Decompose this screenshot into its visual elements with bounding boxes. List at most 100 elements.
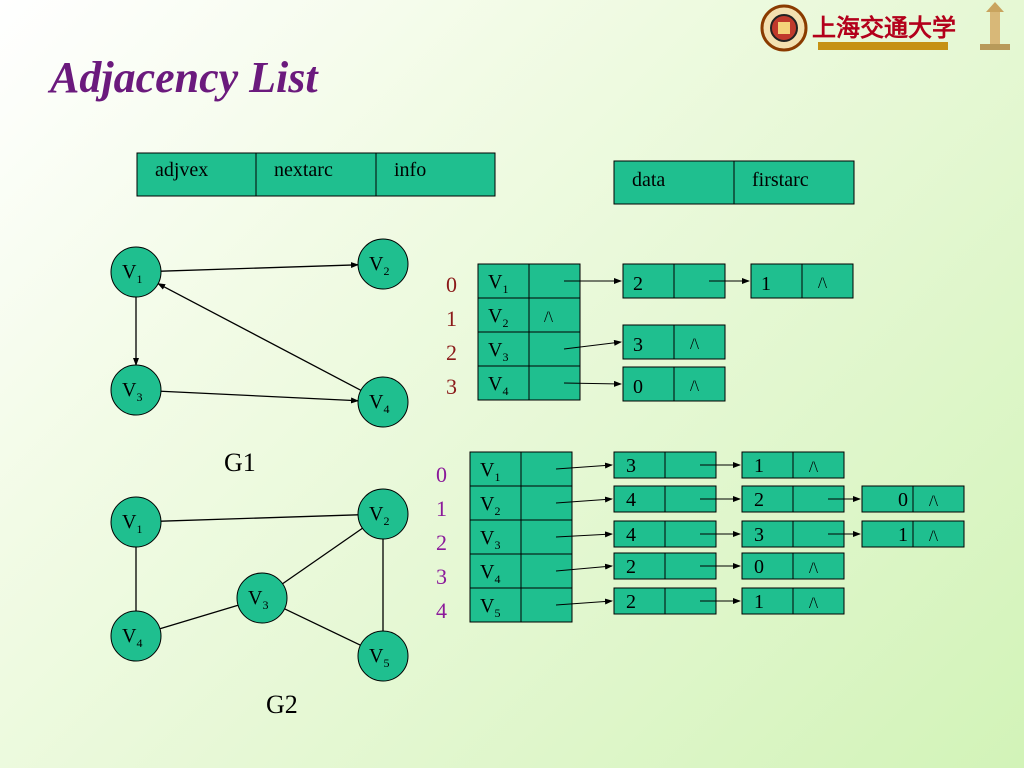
vertex-label-base: V (369, 391, 384, 413)
g2-head-vertex-V3: V3 (480, 527, 500, 552)
vertex-label-sub: 1 (136, 272, 142, 286)
university-seal-icon (760, 4, 808, 52)
g1-node-v3-label: V3 (122, 379, 142, 404)
g2-arc-adjvex-cell (613, 451, 666, 479)
g2-arc-adjvex-cell (861, 485, 914, 513)
g2-arc-adjvex-3: 3 (626, 455, 636, 477)
g1-arc-adjvex-2: 2 (633, 273, 643, 295)
g1-null-pointer-icon: /\ (544, 309, 553, 326)
g1-list-index-0: 0 (446, 272, 457, 297)
g2-arc-adjvex-cell (613, 552, 666, 580)
g1-arc-adjvex-cell (750, 263, 803, 299)
vertex-label-sub: 3 (262, 598, 268, 612)
g1-head-firstarc-cell (528, 331, 581, 367)
vertex-label-base: V (480, 459, 495, 481)
g2-arc-adjvex-cell (613, 520, 666, 548)
g2-list-index-1: 1 (436, 496, 447, 521)
g2-head-vertex-V5: V5 (480, 595, 500, 620)
g2-arc-adjvex-2: 2 (626, 556, 636, 578)
g2-node-v3-label: V3 (248, 587, 268, 612)
g1-null-pointer-icon: /\ (690, 378, 699, 395)
g1-head-vertex-V2: V2 (488, 305, 508, 330)
vertex-label-sub: 5 (494, 606, 500, 620)
arc-node-field-cell (255, 152, 377, 197)
g1-arc-adjvex-cell (622, 366, 675, 402)
head-node-field-cell (613, 160, 735, 205)
vertex-label-sub: 4 (136, 636, 142, 650)
g2-null-pointer-icon: /\ (809, 595, 818, 612)
g2-arc-nextarc-cell (664, 587, 717, 615)
vertex-label-base: V (480, 493, 495, 515)
g2-arc-adjvex-cell (613, 587, 666, 615)
vertex-label-base: V (488, 271, 503, 293)
vertex-label-base: V (369, 253, 384, 275)
g1-edge-v4-v1 (157, 283, 362, 391)
vertex-label-base: V (248, 587, 263, 609)
vertex-label-base: V (488, 373, 503, 395)
g2-node-v2-label: V2 (369, 503, 389, 528)
g2-null-pointer-icon: /\ (809, 560, 818, 577)
g2-head-vertex-V2: V2 (480, 493, 500, 518)
g2-head-vertex-V4: V4 (480, 561, 500, 586)
g1-list-index-3: 3 (446, 374, 457, 399)
g1-node-v1 (110, 246, 162, 298)
g1-arc-nextarc-cell (801, 263, 854, 299)
g2-head-data-cell (469, 485, 522, 521)
g1-list-index-2: 2 (446, 340, 457, 365)
vertex-label-base: V (369, 645, 384, 667)
vertex-label-base: V (122, 261, 137, 283)
arc-node-field-cell (375, 152, 496, 197)
g2-arc-adjvex-cell (741, 451, 794, 479)
g1-arc-adjvex-0: 0 (633, 376, 643, 398)
tower-icon (980, 2, 1010, 50)
g1-node-v2-label: V2 (369, 253, 389, 278)
g2-arc-adjvex-cell (741, 520, 794, 548)
g2-arc-nextarc-cell (912, 485, 965, 513)
vertex-label-base: V (122, 511, 137, 533)
g2-arc-nextarc-cell (792, 451, 845, 479)
vertex-label-sub: 2 (494, 504, 500, 518)
g2-caption: G2 (266, 690, 298, 719)
g2-arc-adjvex-cell (861, 520, 914, 548)
g2-arc-adjvex-1: 1 (754, 591, 764, 613)
g1-head-vertex-V1: V1 (488, 271, 508, 296)
g2-arc-adjvex-1: 1 (754, 455, 764, 477)
vertex-label-base: V (488, 339, 503, 361)
g1-head-data-cell (477, 297, 530, 333)
g2-pointer-arrow (555, 531, 613, 538)
g1-head-data-cell (477, 331, 530, 367)
g2-head-firstarc-cell (520, 451, 573, 487)
g1-arc-adjvex-cell (622, 324, 675, 360)
g1-list-index-1: 1 (446, 306, 457, 331)
g2-node-v4-label: V4 (122, 625, 142, 650)
g1-node-v2 (357, 238, 409, 290)
vertex-label-base: V (480, 595, 495, 617)
g1-edge-v3-v4 (160, 390, 360, 404)
g2-pointer-arrow (555, 496, 613, 504)
g1-arc-adjvex-1: 1 (761, 273, 771, 295)
g2-arc-nextarc-cell (912, 520, 965, 548)
vertex-label-sub: 5 (383, 656, 389, 670)
g2-node-v3 (236, 572, 288, 624)
g1-arc-nextarc-cell (673, 324, 726, 360)
g1-arc-adjvex-3: 3 (633, 334, 643, 356)
g2-pointer-arrow (555, 598, 613, 606)
g2-arc-nextarc-cell (792, 552, 845, 580)
g2-head-firstarc-cell (520, 587, 573, 623)
g2-list-index-3: 3 (436, 564, 447, 589)
g2-null-pointer-icon: /\ (929, 493, 938, 510)
g1-head-vertex-V3: V3 (488, 339, 508, 364)
head-node-field-data: data (632, 169, 665, 191)
g1-node-v4 (357, 376, 409, 428)
g2-arc-adjvex-cell (741, 587, 794, 615)
arc-node-field-adjvex: adjvex (155, 159, 208, 181)
g1-head-firstarc-cell (528, 297, 581, 333)
vertex-label-sub: 4 (502, 384, 508, 398)
g2-arc-adjvex-3: 3 (754, 524, 764, 546)
g1-node-v4-label: V4 (369, 391, 389, 416)
vertex-label-base: V (369, 503, 384, 525)
head-node-field-cell (733, 160, 855, 205)
g1-arc-nextarc-cell (673, 366, 726, 402)
logo-english-bar (818, 42, 948, 50)
g2-null-pointer-icon: /\ (809, 459, 818, 476)
